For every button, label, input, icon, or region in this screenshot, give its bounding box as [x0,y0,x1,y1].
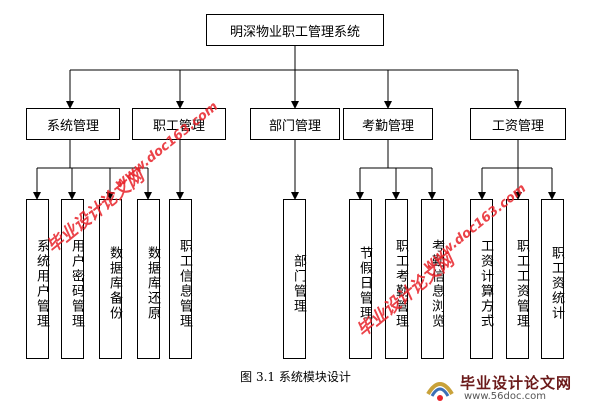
submodule-db-backup: 数据库备份 [99,199,122,359]
module-department: 部门管理 [250,108,340,140]
submodule-salary-method: 工资计算方式 [470,199,493,359]
module-salary: 工资管理 [470,108,566,140]
logo-emblem-icon [426,382,454,401]
submodule-password: 用户密码管理 [61,199,84,359]
submodule-department: 部门管理 [283,199,306,359]
logo-title: 毕业设计论文网 [460,374,573,392]
submodule-staff-info: 职工信息管理 [169,199,192,359]
module-staff: 职工管理 [132,108,226,140]
submodule-attendance-record: 职工考勤管理 [385,199,408,359]
submodule-salary-manage: 职工工资管理 [506,199,529,359]
submodule-db-restore: 数据库还原 [137,199,160,359]
site-logo-watermark: 毕业设计论文网 www.56doc.com [424,372,591,404]
figure-caption: 图 3.1 系统模块设计 [240,370,351,384]
submodule-system-user: 系统用户管理 [26,199,49,359]
logo-url: www.56doc.com [464,391,547,402]
module-attendance: 考勤管理 [343,108,433,140]
submodule-holiday: 节假日管理 [349,199,372,359]
module-system: 系统管理 [26,108,120,140]
submodule-salary-stats: 职工资统计 [541,199,564,359]
root-node-title: 明深物业职工管理系统 [206,14,384,46]
submodule-attendance-browse: 考勤信息浏览 [421,199,444,359]
